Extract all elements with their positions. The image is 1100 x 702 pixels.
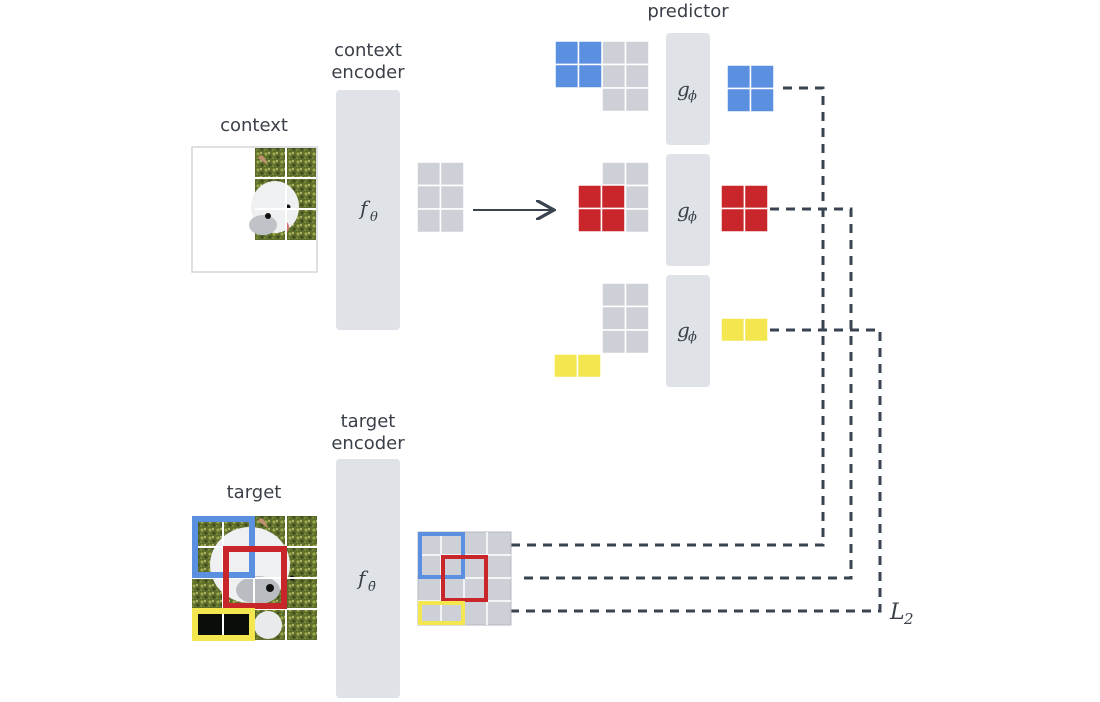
context-token bbox=[624, 87, 650, 113]
context-token bbox=[601, 329, 627, 355]
context-token bbox=[624, 208, 650, 234]
context-token bbox=[624, 329, 650, 355]
predicted-token-blue bbox=[726, 64, 752, 90]
target-token-box-red bbox=[441, 555, 488, 602]
context-token bbox=[601, 305, 627, 331]
mask-token-yellow bbox=[576, 353, 602, 379]
target-label: target bbox=[227, 482, 282, 503]
predictor-inputs bbox=[553, 40, 650, 379]
context-token bbox=[624, 305, 650, 331]
context-token bbox=[439, 161, 465, 187]
target-box-yellow bbox=[192, 608, 255, 641]
mask-token-blue bbox=[577, 63, 603, 89]
context-token bbox=[624, 184, 650, 210]
predicted-token-blue bbox=[749, 87, 775, 113]
loss-subscript: 2 bbox=[903, 610, 914, 628]
mask-token-red bbox=[577, 184, 603, 210]
mask-token-red bbox=[600, 184, 626, 210]
predictor-symbol: g bbox=[677, 318, 690, 342]
predictor-block-blue bbox=[666, 33, 710, 145]
mask-token-blue bbox=[554, 40, 580, 66]
predictor-outputs bbox=[720, 64, 775, 343]
target-encoder-subscript: θ̄ bbox=[368, 580, 376, 595]
blue-loss-line bbox=[492, 86, 825, 547]
red-loss-line bbox=[518, 207, 853, 580]
context-token bbox=[624, 40, 650, 66]
predictor-symbol: g bbox=[677, 77, 690, 101]
context-token bbox=[601, 40, 627, 66]
predicted-token-yellow bbox=[720, 317, 746, 343]
context-encoder-label-line1: context bbox=[334, 40, 402, 61]
predictor-subscript: ϕ bbox=[688, 330, 697, 345]
predictor-label: predictor bbox=[647, 1, 729, 22]
mask-token-blue bbox=[554, 63, 580, 89]
predicted-token-red bbox=[743, 184, 769, 210]
context-encoder-subscript: θ bbox=[370, 210, 378, 225]
predicted-token-red bbox=[743, 207, 769, 233]
predictor-block-red bbox=[666, 154, 710, 266]
context-tokens bbox=[416, 161, 465, 234]
yellow-loss-line bbox=[492, 328, 882, 613]
context-encoder-label-line2: encoder bbox=[331, 62, 405, 83]
predicted-token-yellow bbox=[743, 317, 769, 343]
loss-connections bbox=[492, 86, 882, 613]
predictor-subscript: ϕ bbox=[688, 89, 697, 104]
context-token bbox=[416, 161, 442, 187]
context-token bbox=[624, 161, 650, 187]
predicted-token-red bbox=[720, 184, 746, 210]
context-token bbox=[601, 282, 627, 308]
predictor-subscript: ϕ bbox=[688, 210, 697, 225]
mask-token-blue bbox=[577, 40, 603, 66]
context-token bbox=[601, 63, 627, 89]
predicted-token-blue bbox=[749, 64, 775, 90]
predictor-symbol: g bbox=[677, 198, 690, 222]
context-token bbox=[439, 184, 465, 210]
mask-token-red bbox=[577, 207, 603, 233]
context-token bbox=[416, 208, 442, 234]
context-token bbox=[624, 282, 650, 308]
predicted-token-blue bbox=[726, 87, 752, 113]
context-token bbox=[601, 87, 627, 113]
target-image bbox=[192, 516, 317, 641]
target-encoder-label-line1: target bbox=[341, 411, 396, 432]
target-box-red bbox=[223, 546, 287, 609]
target-token-box-yellow bbox=[418, 601, 465, 625]
context-token bbox=[416, 184, 442, 210]
predicted-token-red bbox=[720, 207, 746, 233]
context-token bbox=[624, 63, 650, 89]
context-encoder-block bbox=[336, 90, 400, 330]
context-token bbox=[439, 208, 465, 234]
target-tokens bbox=[417, 531, 512, 626]
mask-token-yellow bbox=[553, 353, 579, 379]
context-token bbox=[601, 161, 627, 187]
context-label: context bbox=[220, 115, 288, 136]
target-encoder-block bbox=[336, 459, 400, 698]
predictor-block-yellow bbox=[666, 275, 710, 387]
mask-token-red bbox=[600, 207, 626, 233]
target-encoder-label-line2: encoder bbox=[331, 433, 405, 454]
context-image bbox=[191, 146, 318, 273]
loss-symbol: L bbox=[889, 600, 905, 625]
